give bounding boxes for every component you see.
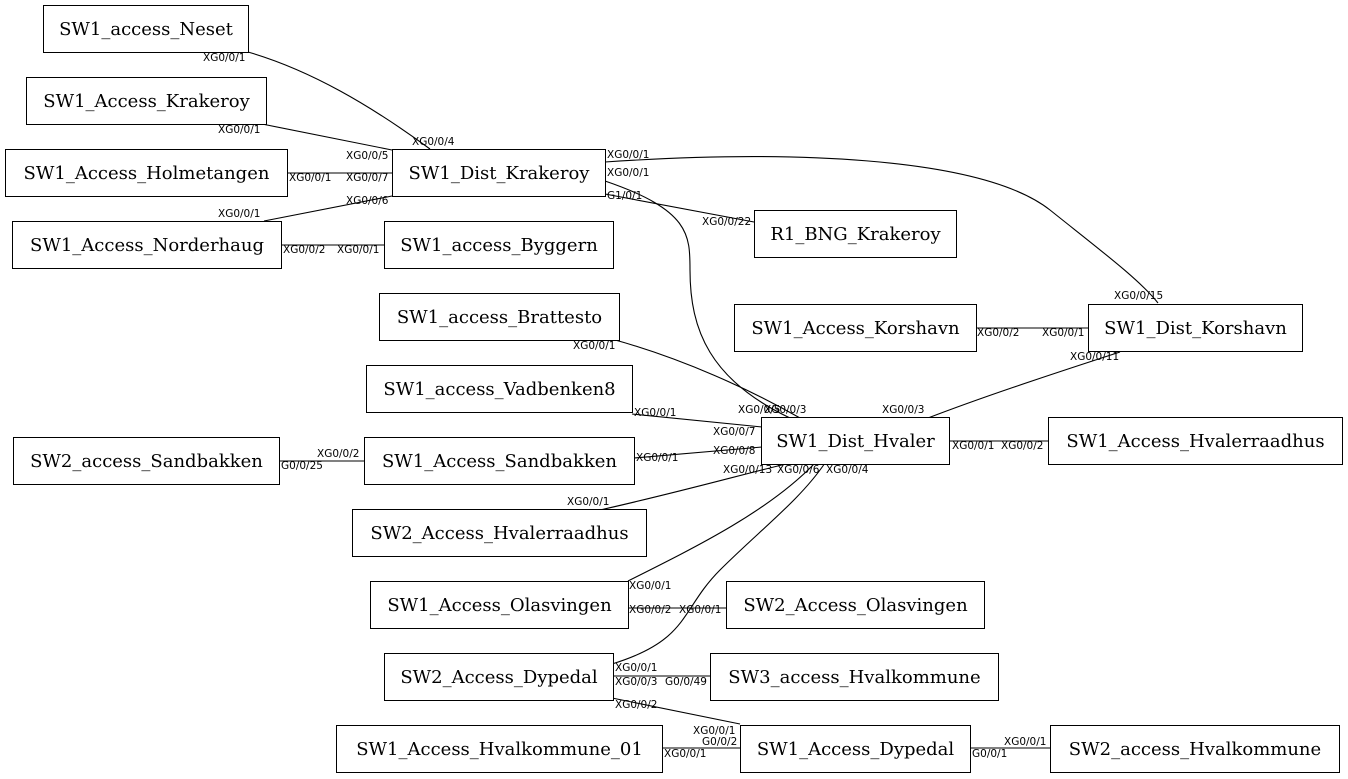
node-sw2-access-hvalkommune[interactable]: SW2_access_Hvalkommune [1050, 725, 1340, 773]
port-label: XG0/0/5 [346, 150, 389, 162]
port-label: XG0/0/2 [977, 327, 1020, 339]
port-label: XG0/0/3 [882, 404, 925, 416]
link-sandbakken1-hvaler [633, 446, 763, 459]
port-label: XG0/0/1 [952, 440, 995, 452]
link-dypedal2-dypedal1 [611, 697, 741, 725]
port-label: XG0/0/1 [203, 52, 246, 64]
node-sw1-access-neset[interactable]: SW1_access_Neset [43, 5, 249, 53]
port-label: XG0/0/1 [573, 340, 616, 352]
node-sw3-access-hvalkommune[interactable]: SW3_access_Hvalkommune [710, 653, 999, 701]
port-label: XG0/0/2 [615, 699, 658, 711]
link-dist-krakeroy-bng [604, 193, 755, 223]
port-label: XG0/0/7 [346, 172, 389, 184]
port-label: XG0/0/2 [317, 448, 360, 460]
node-sw2-access-hvalerraadhus[interactable]: SW2_Access_Hvalerraadhus [352, 509, 647, 557]
port-label: G0/0/2 [702, 736, 738, 748]
link-dist-krakeroy-hvaler [604, 180, 791, 419]
port-label: XG0/0/1 [1004, 736, 1047, 748]
port-label: XG0/0/1 [629, 580, 672, 592]
port-label: XG0/0/8 [713, 445, 756, 457]
port-label: XG0/0/4 [412, 136, 455, 148]
link-brattesto-hvaler [591, 333, 801, 419]
port-label: XG0/0/11 [1070, 351, 1120, 363]
port-label: XG0/0/6 [346, 195, 389, 207]
node-sw2-access-olasvingen[interactable]: SW2_Access_Olasvingen [726, 581, 985, 629]
link-neset-dist-krakeroy [247, 51, 431, 150]
port-label: XG0/0/2 [629, 604, 672, 616]
port-label: XG0/0/5 [738, 404, 781, 416]
node-sw1-access-brattesto[interactable]: SW1_access_Brattesto [379, 293, 620, 341]
link-vadbenken8-hvaler [631, 413, 763, 428]
node-sw1-dist-korshavn[interactable]: SW1_Dist_Korshavn [1088, 304, 1303, 352]
port-label: XG0/0/1 [636, 452, 679, 464]
port-label: XG0/0/1 [218, 124, 261, 136]
node-sw1-dist-hvaler[interactable]: SW1_Dist_Hvaler [761, 417, 950, 465]
port-label: G0/0/25 [281, 460, 323, 472]
port-label: XG0/0/22 [702, 216, 752, 228]
port-label: XG0/0/4 [826, 464, 869, 476]
link-olasvingen1-hvaler [627, 462, 816, 582]
port-label: XG0/0/2 [1001, 440, 1044, 452]
node-sw1-access-sandbakken[interactable]: SW1_Access_Sandbakken [364, 437, 635, 485]
node-sw1-access-korshavn[interactable]: SW1_Access_Korshavn [734, 304, 977, 352]
node-r1-bng-krakeroy[interactable]: R1_BNG_Krakeroy [754, 210, 957, 258]
port-label: XG0/0/1 [607, 149, 650, 161]
link-norderhaug-dist-krakeroy [263, 195, 393, 222]
port-label: XG0/0/1 [634, 407, 677, 419]
link-dist-krakeroy-korshavn [604, 156, 1159, 304]
node-sw1-access-olasvingen[interactable]: SW1_Access_Olasvingen [370, 581, 629, 629]
node-sw1-access-hvalkommune-01[interactable]: SW1_Access_Hvalkommune_01 [336, 725, 663, 773]
node-sw1-access-dypedal[interactable]: SW1_Access_Dypedal [740, 725, 971, 773]
port-label: XG0/0/1 [289, 172, 332, 184]
port-label: XG0/0/1 [693, 725, 736, 737]
node-sw1-access-vadbenken8[interactable]: SW1_access_Vadbenken8 [366, 365, 633, 413]
link-hvalerraadhus2-hvaler [599, 462, 791, 511]
port-label: G0/0/1 [972, 748, 1008, 760]
port-label: XG0/0/1 [679, 604, 722, 616]
port-label: XG0/0/6 [777, 464, 820, 476]
port-label: XG0/0/2 [283, 244, 326, 256]
node-sw1-access-holmetangen[interactable]: SW1_Access_Holmetangen [5, 149, 288, 197]
node-sw1-access-norderhaug[interactable]: SW1_Access_Norderhaug [12, 221, 282, 269]
node-sw2-access-sandbakken[interactable]: SW2_access_Sandbakken [13, 437, 280, 485]
node-sw2-access-dypedal[interactable]: SW2_Access_Dypedal [384, 653, 614, 701]
port-label: XG0/0/7 [713, 426, 756, 438]
node-sw1-dist-krakeroy[interactable]: SW1_Dist_Krakeroy [392, 149, 606, 197]
port-label: XG0/0/1 [1042, 327, 1085, 339]
port-label: XG0/0/3 [615, 676, 658, 688]
node-sw1-access-hvalerraadhus[interactable]: SW1_Access_Hvalerraadhus [1048, 417, 1343, 465]
port-label: XG0/0/1 [218, 208, 261, 220]
port-label: XG0/0/1 [337, 244, 380, 256]
port-label: XG0/0/1 [664, 748, 707, 760]
port-label: XG0/0/1 [607, 167, 650, 179]
link-dist-korshavn-hvaler [927, 351, 1121, 419]
port-label: XG0/0/3 [764, 404, 807, 416]
port-label: G0/0/49 [665, 676, 707, 688]
port-label: XG0/0/1 [615, 662, 658, 674]
port-label: G1/0/1 [607, 190, 643, 202]
node-sw1-access-byggern[interactable]: SW1_access_Byggern [384, 221, 614, 269]
port-label: XG0/0/13 [723, 464, 773, 476]
port-label: XG0/0/1 [567, 496, 610, 508]
link-krakeroy-dist-krakeroy [261, 123, 393, 151]
link-dypedal2-hvaler [611, 462, 826, 665]
node-sw1-access-krakeroy[interactable]: SW1_Access_Krakeroy [26, 77, 267, 125]
port-label: XG0/0/15 [1114, 290, 1164, 302]
